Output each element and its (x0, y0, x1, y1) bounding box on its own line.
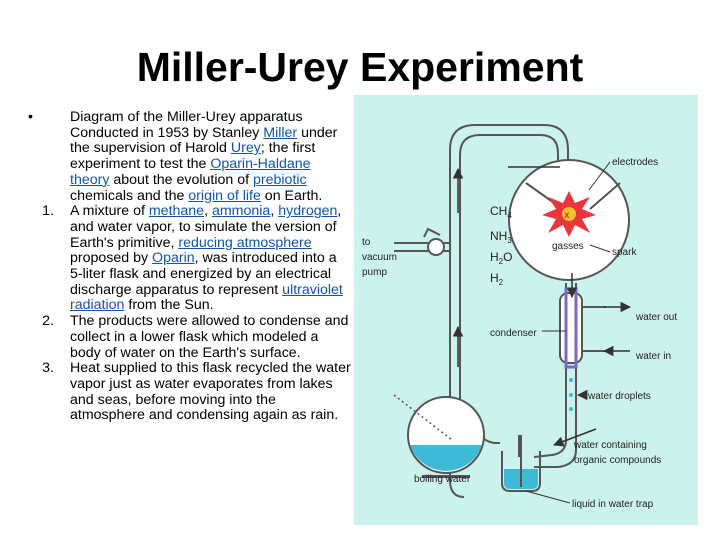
label-organic-compounds: organic compounds (574, 455, 661, 466)
svg-text:H2: H2 (490, 271, 504, 287)
label-gasses: gasses (552, 241, 584, 252)
boiling-flask (393, 394, 485, 478)
link-oparin-haldane-theory[interactable]: Oparin-Haldane theory (70, 156, 311, 188)
miller-urey-apparatus-diagram: x CH4 NH3 H2O H2 (354, 95, 698, 525)
step-1: 1. A mixture of methane, ammonia, hydrog… (18, 203, 353, 314)
link-oparin[interactable]: Oparin (152, 250, 195, 267)
label-to: to (362, 237, 371, 248)
condenser-jacket (559, 292, 583, 364)
stopcock (423, 227, 445, 256)
label-condenser: condenser (490, 328, 537, 339)
svg-text:CH4: CH4 (490, 204, 512, 220)
link-origin-of-life[interactable]: origin of life (188, 187, 261, 204)
step-number: 3. (42, 360, 54, 377)
label-boiling-water: boiling water (414, 474, 471, 485)
label-electrodes: electrodes (612, 157, 658, 168)
svg-text:x: x (564, 210, 570, 221)
step-text: The products were allowed to condense an… (70, 313, 349, 361)
link-prebiotic[interactable]: prebiotic (253, 171, 307, 188)
link-methane[interactable]: methane (148, 203, 205, 220)
spark-icon: x (542, 191, 596, 237)
intro-bullet: • Diagram of the Miller-Urey apparatus C… (18, 109, 353, 204)
label-water-out: water out (635, 312, 677, 323)
gas-formulas: CH4 NH3 H2O H2 (490, 204, 512, 287)
link-hydrogen[interactable]: hydrogen (278, 203, 338, 220)
label-water-in: water in (635, 351, 671, 362)
slide-body: • Diagram of the Miller-Urey apparatus C… (18, 109, 353, 424)
flow-arrows (452, 166, 632, 447)
svg-text:H2O: H2O (490, 250, 512, 266)
step-2: 2. The products were allowed to condense… (18, 313, 353, 361)
slide-title: Miller-Urey Experiment (136, 44, 584, 90)
water-trap (501, 435, 541, 492)
bullet-marker: • (28, 109, 33, 125)
label-pump: pump (362, 267, 387, 278)
label-liquid-in-water-trap: liquid in water trap (572, 499, 654, 510)
link-ammonia[interactable]: ammonia (211, 203, 271, 220)
label-water-droplets: water droplets (587, 391, 651, 402)
label-water-containing: water containing (573, 440, 647, 451)
link-miller[interactable]: Miller (263, 124, 298, 141)
step-3: 3. Heat supplied to this flask recycled … (18, 360, 353, 424)
step-number: 2. (42, 313, 54, 330)
bullet-text: Diagram of the Miller-Urey apparatus Con… (70, 109, 338, 204)
step-number: 1. (42, 203, 54, 220)
label-spark: spark (612, 247, 637, 258)
link-reducing-atmosphere[interactable]: reducing atmosphere (178, 234, 312, 251)
step-text: Heat supplied to this flask recycled the… (70, 360, 351, 424)
link-urey[interactable]: Urey (230, 140, 261, 157)
svg-text:NH3: NH3 (490, 229, 512, 245)
step-text: A mixture of methane, ammonia, hydrogen,… (70, 203, 343, 314)
condenser (559, 287, 606, 369)
water-droplets (569, 378, 573, 411)
label-vacuum: vacuum (362, 252, 397, 263)
apparatus-svg: x CH4 NH3 H2O H2 (362, 124, 677, 510)
link-ultraviolet-radiation[interactable]: ultraviolet radiation (70, 281, 343, 314)
leader-lines (525, 161, 611, 504)
